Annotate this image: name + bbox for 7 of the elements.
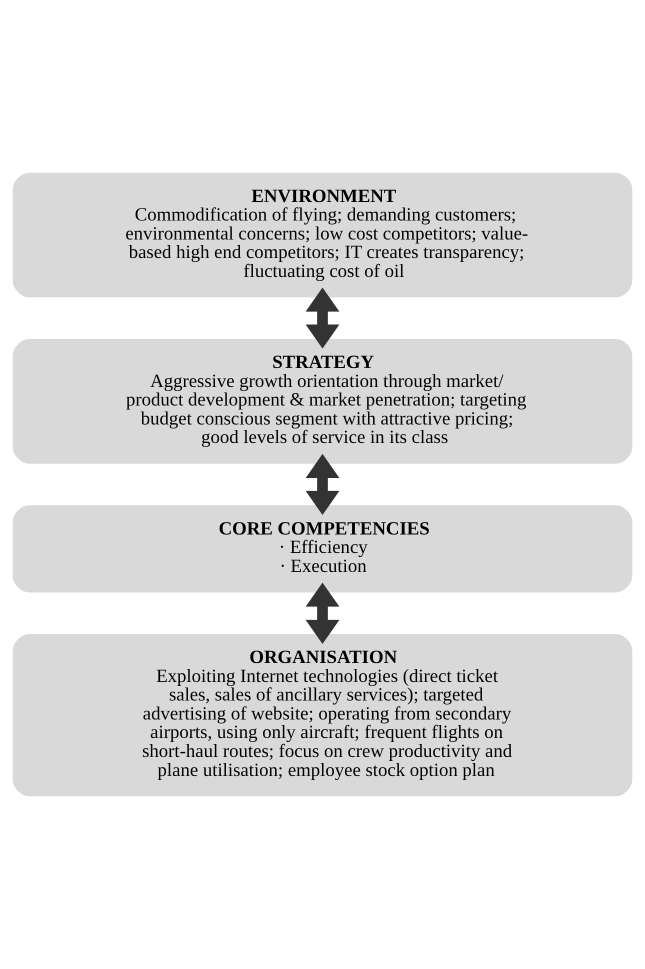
node-box: ORGANISATION Exploiting Internet technologies (direct ticket sales, sales of ancillary services); targeted advertising of website; operating from secondary airports, using only aircraft; frequent flights on short-haul routes; focus on crew productivity and plane utilisation; employee stock option plan	[12, 634, 632, 796]
arrow	[306, 582, 340, 644]
node-box: CORE COMPETENCIES · Efficiency · Execution	[12, 505, 632, 592]
arrow	[306, 288, 340, 349]
arrow	[306, 454, 340, 516]
node-box: ENVIRONMENT Commodification of flying; demanding customers; environmental concerns; low cost competitors; value-based high end competitors; IT creates transparency; fluctuating cost of oil	[12, 172, 632, 298]
node-box: STRATEGY Aggressive growth orientation through market/ product development & market penetration; targeting budget conscious segment with attractive pricing; good levels of service in its class	[12, 339, 632, 464]
